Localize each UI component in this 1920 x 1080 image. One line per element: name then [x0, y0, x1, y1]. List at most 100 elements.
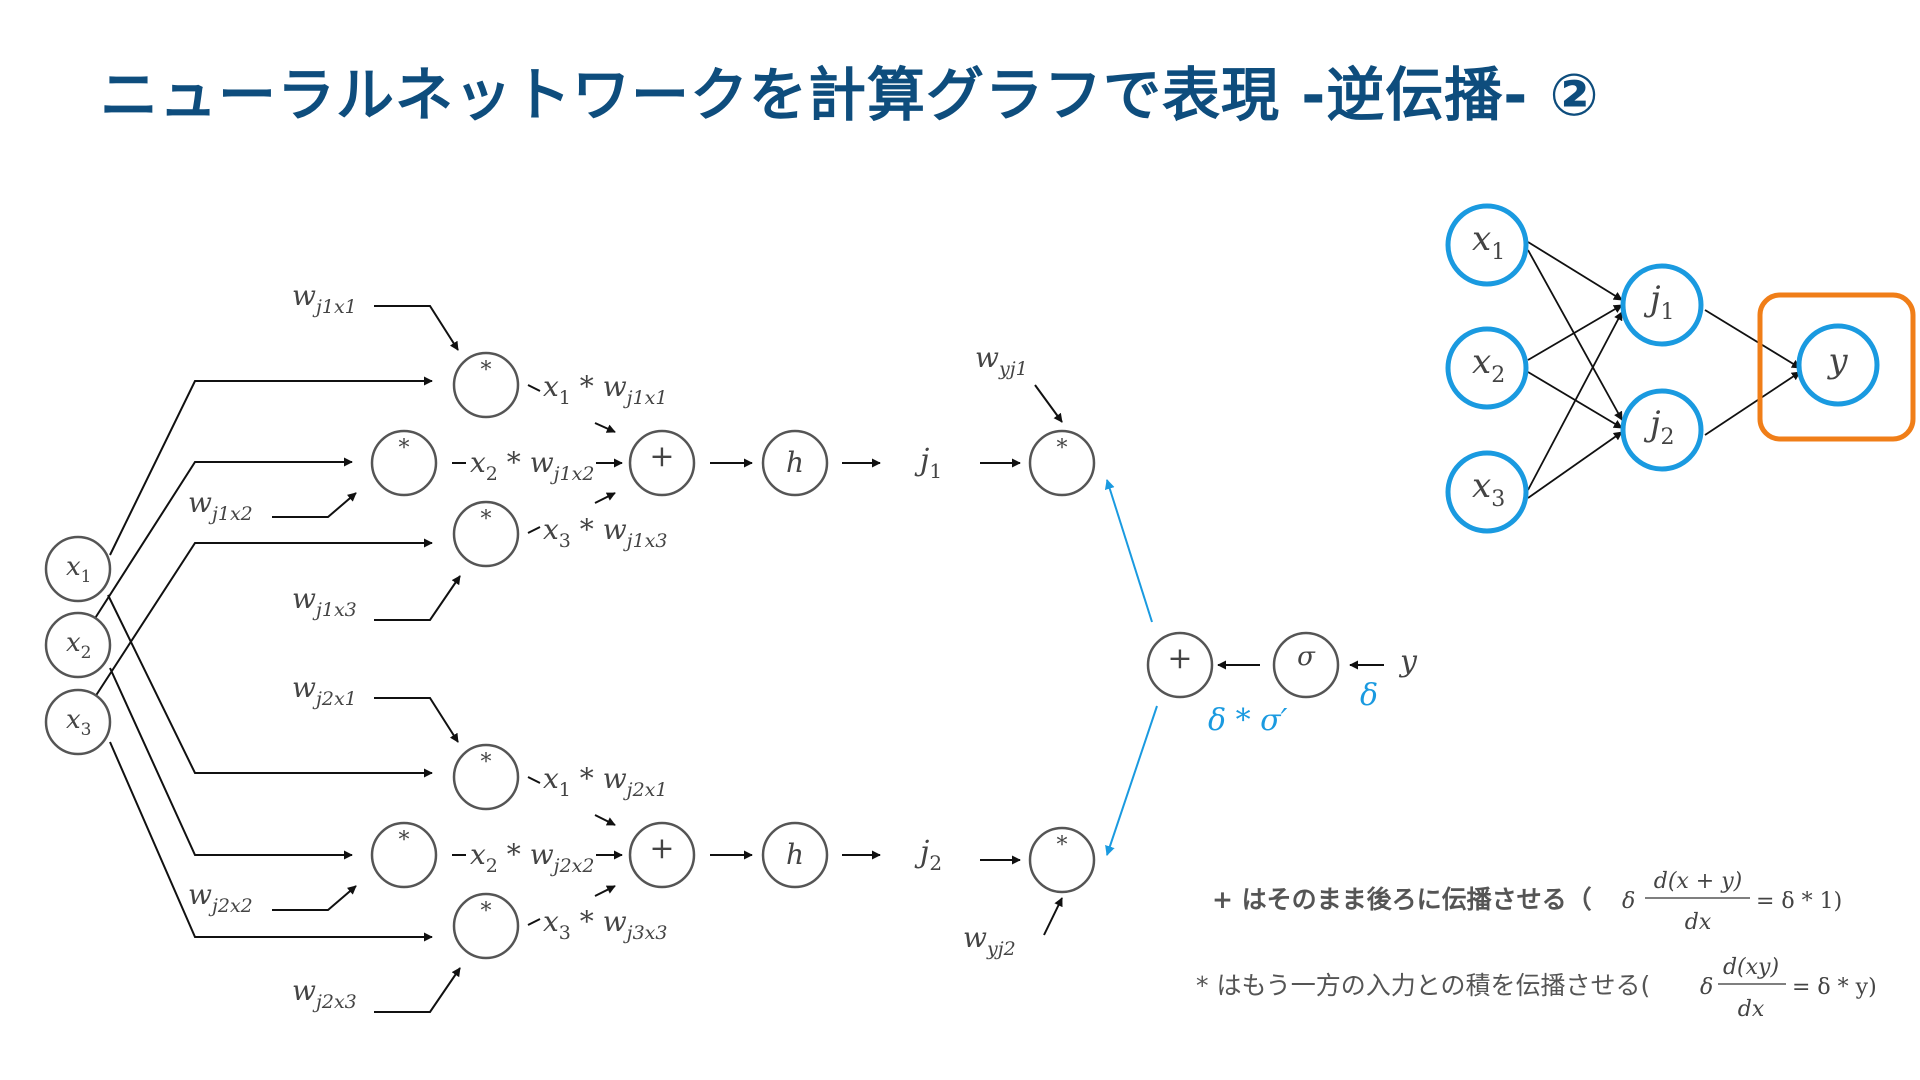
- product-label-j1-1: x1 * wj1x1: [543, 370, 667, 409]
- product-label-j2-3: x3 * wj3x3: [543, 905, 667, 944]
- flow-labels: j1 j2 y δ δ * σ′: [914, 443, 1418, 875]
- product-label-j2-1: x1 * wj2x1: [543, 762, 667, 801]
- edge-x2-to-j1-mul2: [91, 457, 353, 624]
- mul-symbol: *: [481, 750, 492, 775]
- mini-input-label-x2: x2: [1472, 342, 1505, 388]
- edge-prod4-to-add2: [594, 814, 616, 826]
- input-label-x1: x1: [66, 552, 92, 587]
- weight-label-wyj2: wyj2: [963, 921, 1016, 960]
- weight-label-wj1x2: wj1x2: [188, 486, 253, 525]
- graph-edges: [91, 305, 1384, 1013]
- mini-hidden-j2: [1620, 388, 1704, 472]
- outmul-node-j1: [1028, 429, 1096, 497]
- weight-labels: wj1x1 wj1x2 wj1x3 wj2x1 wj2x2 wj2x3 wyj1…: [188, 279, 1028, 1013]
- slide-title: ニューラルネットワークを計算グラフで表現 -逆伝播- ②: [100, 61, 1600, 129]
- mul-node-j1-3: [452, 500, 520, 568]
- mini-input-label-x3: x3: [1472, 466, 1505, 512]
- product-labels: x1 * wj1x1 x2 * wj1x2 x3 * wj1x3 x1 * wj…: [452, 370, 667, 944]
- hidden-output-j1: j1: [914, 443, 942, 483]
- note-mul-result: = δ * y): [1792, 975, 1877, 1000]
- mul-symbol: *: [481, 899, 492, 924]
- sigma-symbol: σ: [1297, 642, 1316, 672]
- notes: + はそのまま後ろに伝播させる（ δ d(x + y) dx = δ * 1) …: [1196, 869, 1877, 1022]
- edge-prod1-to-add1: [594, 422, 616, 433]
- note-add: + はそのまま後ろに伝播させる（ δ d(x + y) dx = δ * 1): [1212, 869, 1842, 935]
- note-add-text: + はそのまま後ろに伝播させる（: [1212, 885, 1592, 914]
- graph-nodes: [44, 351, 1340, 960]
- product-label-j1-2: x2 * wj1x2: [470, 446, 594, 485]
- add-node-j1: [628, 429, 696, 497]
- edge-x1-to-j2-mul1: [107, 594, 433, 778]
- mini-hidden-j1: [1620, 263, 1704, 347]
- mini-network: x1 x2 x3 j1 j2 y: [1445, 203, 1916, 534]
- mul-node-j2-1: [452, 743, 520, 811]
- backprop-edge-up: [1104, 479, 1153, 623]
- mul-symbol: *: [399, 436, 410, 461]
- mul-symbol: *: [481, 507, 492, 532]
- mini-output-y: [1796, 323, 1880, 407]
- weight-label-wyj1: wyj1: [975, 341, 1028, 380]
- note-add-numerator: d(x + y): [1654, 869, 1743, 894]
- delta-label: δ: [1360, 678, 1378, 713]
- edge-prod3-to-add1: [594, 492, 616, 504]
- mul-symbol: *: [399, 828, 410, 853]
- edge-wyj2: [1043, 897, 1063, 936]
- h-node-j1: [761, 429, 829, 497]
- note-mul-numerator: d(xy): [1723, 955, 1779, 980]
- sigma-node: [1272, 631, 1340, 699]
- edge-wj1x2: [272, 492, 357, 518]
- mul-node-j1-1: [452, 351, 520, 419]
- activation-symbol: h: [786, 838, 804, 871]
- add-symbol: +: [1167, 641, 1192, 676]
- mini-input-x3: [1445, 450, 1529, 534]
- add-node-j2: [628, 821, 696, 889]
- note-add-result: = δ * 1): [1756, 889, 1842, 914]
- edge-x1-to-j1-mul1: [109, 376, 433, 556]
- edge-wyj1: [1034, 384, 1063, 423]
- mul-node-j2-3: [452, 892, 520, 960]
- weight-label-wj2x1: wj2x1: [292, 671, 357, 710]
- mini-output-label-y: y: [1826, 341, 1848, 381]
- weight-label-wj2x3: wj2x3: [292, 974, 357, 1013]
- target-label-y: y: [1398, 644, 1418, 679]
- edge-wj2x3: [374, 967, 461, 1013]
- note-add-denominator: dx: [1685, 910, 1712, 935]
- note-mul: * はもう一方の入力との積を伝播させる( δ d(xy) dx = δ * y): [1196, 955, 1877, 1022]
- product-label-j2-2: x2 * wj2x2: [470, 838, 594, 877]
- outmul-node-j2: [1028, 826, 1096, 894]
- h-node-j2: [761, 821, 829, 889]
- mini-input-x2: [1445, 326, 1529, 410]
- backprop-edge-down: [1105, 705, 1158, 856]
- input-label-x2: x2: [66, 628, 92, 663]
- edge-x3-to-j2-mul3: [109, 741, 433, 942]
- edge-x3-to-j1-mul3: [94, 538, 433, 698]
- node-labels: x1 x2 x3 * * * * * * * * + + + h h σ: [66, 358, 1316, 924]
- weight-label-wj1x3: wj1x3: [292, 582, 357, 621]
- product-label-j1-3: x3 * wj1x3: [543, 513, 667, 552]
- edge-wj1x3: [374, 575, 461, 621]
- note-add-delta: δ: [1622, 889, 1635, 914]
- hidden-output-j2: j2: [914, 835, 942, 875]
- edge-wj1x1: [374, 305, 459, 351]
- input-node-x2: [44, 611, 112, 679]
- edge-wj2x1: [374, 697, 459, 743]
- add-symbol: +: [649, 439, 674, 474]
- mul-symbol: *: [1057, 833, 1068, 858]
- weight-label-wj2x2: wj2x2: [188, 878, 253, 917]
- note-mul-text: * はもう一方の入力との積を伝播させる(: [1196, 971, 1650, 1000]
- edge-x2-to-j2-mul2: [109, 667, 353, 860]
- activation-symbol: h: [786, 446, 804, 479]
- mul-symbol: *: [1057, 436, 1068, 461]
- note-mul-denominator: dx: [1738, 997, 1765, 1022]
- mul-symbol: *: [481, 358, 492, 383]
- input-label-x3: x3: [66, 705, 92, 740]
- input-node-x3: [44, 688, 112, 756]
- add-node-out: [1146, 631, 1214, 699]
- backprop-edges: [1104, 479, 1158, 856]
- mini-input-label-x1: x1: [1472, 219, 1505, 265]
- weight-label-wj1x1: wj1x1: [292, 279, 357, 318]
- mini-input-x1: [1445, 203, 1529, 287]
- input-node-x1: [44, 535, 112, 603]
- note-mul-delta: δ: [1700, 975, 1713, 1000]
